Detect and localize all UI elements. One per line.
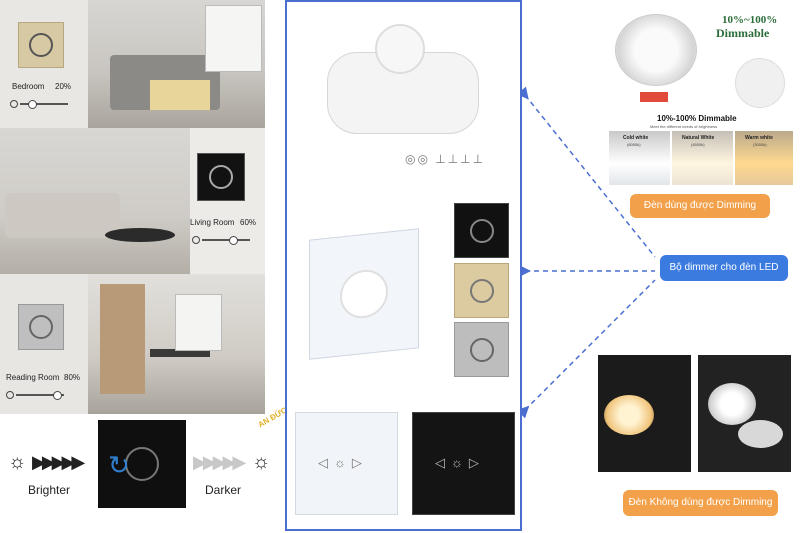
desk [150, 349, 210, 357]
reading-room-scene: Reading Room 80% [0, 274, 265, 414]
arrows-light: ▶▶▶▶▶ [193, 452, 246, 472]
dimmer-knob [29, 33, 53, 57]
living-room-side [190, 128, 265, 274]
bedroom-level: 20% [55, 82, 72, 91]
dimmable-downlight [615, 14, 697, 86]
brighter-label: Brighter [28, 483, 71, 497]
color-temp-k: (3000k) [753, 142, 767, 147]
variant-silver [454, 322, 509, 377]
dimmer-panel-black [197, 153, 245, 201]
non-dimmable-light-label: Đèn Không dùng được Dimming [623, 490, 778, 516]
darker-label: Darker [205, 483, 242, 497]
wall-dimmer-knob [340, 267, 388, 321]
bulb-icon [10, 100, 18, 108]
bulb-icon [6, 391, 14, 399]
window [175, 294, 222, 351]
window [205, 5, 262, 72]
color-temp-name: Natural White [682, 135, 715, 141]
sofa [5, 193, 120, 238]
dimmer-products-box: ◎◎ ⊥⊥⊥⊥ ◁☼▷ ◁☼▷ [285, 0, 522, 531]
rotate-arrow-icon: ↻ [108, 450, 130, 480]
slider-knob[interactable] [229, 236, 238, 245]
dimmer-knob [29, 315, 53, 339]
dimmer-rotation-panel: ↻ [98, 420, 186, 508]
bed-blanket [150, 80, 210, 110]
color-temp-k: (4500k) [691, 142, 705, 147]
sun-bright-icon: ☼ [8, 451, 27, 473]
natural-white-tile: Natural White (4500k) [672, 131, 733, 185]
non-dimmable-light-cool [698, 355, 791, 472]
caption-sub: Meet the different needs of brightness [650, 124, 718, 129]
dimmer-title-label: Bộ dimmer cho đèn LED [660, 255, 788, 281]
dimmer-panel-gold [18, 22, 64, 68]
dimmer-knob [125, 447, 159, 481]
living-room-scene: Living Room 60% [0, 128, 265, 274]
touch-dimmer-white: ◁☼▷ [295, 412, 398, 515]
warm-light-disc [604, 395, 654, 435]
living-room-level: 60% [240, 218, 257, 227]
slider-knob[interactable] [53, 391, 62, 400]
warm-white-tile: Warm white (3000k) [735, 131, 793, 185]
arrows-dark: ▶▶▶▶▶ [32, 452, 85, 472]
living-room-label: Living Room [190, 218, 235, 227]
stacked-downlights [738, 420, 783, 448]
bedroom-scene: Bedroom 20% [0, 0, 265, 128]
slider-knob[interactable] [28, 100, 37, 109]
color-temp-k: (6000k) [627, 142, 641, 147]
bookshelf [100, 284, 145, 394]
sun-dim-icon: ☼ [252, 451, 271, 473]
bedroom-slider[interactable] [20, 100, 68, 109]
dimmable-word: Dimmable [716, 26, 770, 40]
driver-box [640, 92, 668, 102]
inline-dimmer-knob [375, 24, 425, 74]
variant-knob [470, 338, 494, 362]
touch-dimmer-black: ◁☼▷ [412, 412, 515, 515]
living-room-slider[interactable] [202, 236, 250, 245]
wall-dimmer-white [309, 228, 419, 360]
variant-black [454, 203, 509, 258]
dimmable-caption: 10%-100% Dimmable [657, 114, 737, 123]
dimmer-panel-silver [18, 304, 64, 350]
color-temp-name: Cold white [623, 135, 649, 141]
bedroom-label: Bedroom [12, 82, 45, 91]
screws-accessories: ◎◎ ⊥⊥⊥⊥ [405, 152, 486, 166]
connector-arrows [520, 86, 656, 419]
touch-controls: ◁☼▷ [435, 455, 485, 470]
arrow-to-top [520, 86, 656, 258]
dimmable-range: 10%~100% [722, 14, 778, 26]
cold-white-tile: Cold white (6000k) [609, 131, 670, 185]
coffee-table [105, 228, 175, 242]
dimmer-knob [209, 165, 233, 189]
hand-dimmer-image [735, 58, 785, 108]
variant-gold [454, 263, 509, 318]
dimmable-light-label: Đèn dùng được Dimming [630, 194, 770, 218]
reading-room-level: 80% [64, 373, 81, 382]
arrow-to-bottom [520, 279, 656, 419]
non-dimmable-light-warm [598, 355, 691, 472]
bulb-icon [192, 236, 200, 244]
reading-room-label: Reading Room [6, 373, 60, 382]
reading-room-slider[interactable] [16, 391, 64, 400]
color-temp-name: Warm white [745, 135, 773, 141]
variant-knob [470, 219, 494, 243]
touch-controls: ◁☼▷ [318, 455, 368, 470]
variant-knob [470, 279, 494, 303]
cool-light-disc [708, 383, 756, 425]
